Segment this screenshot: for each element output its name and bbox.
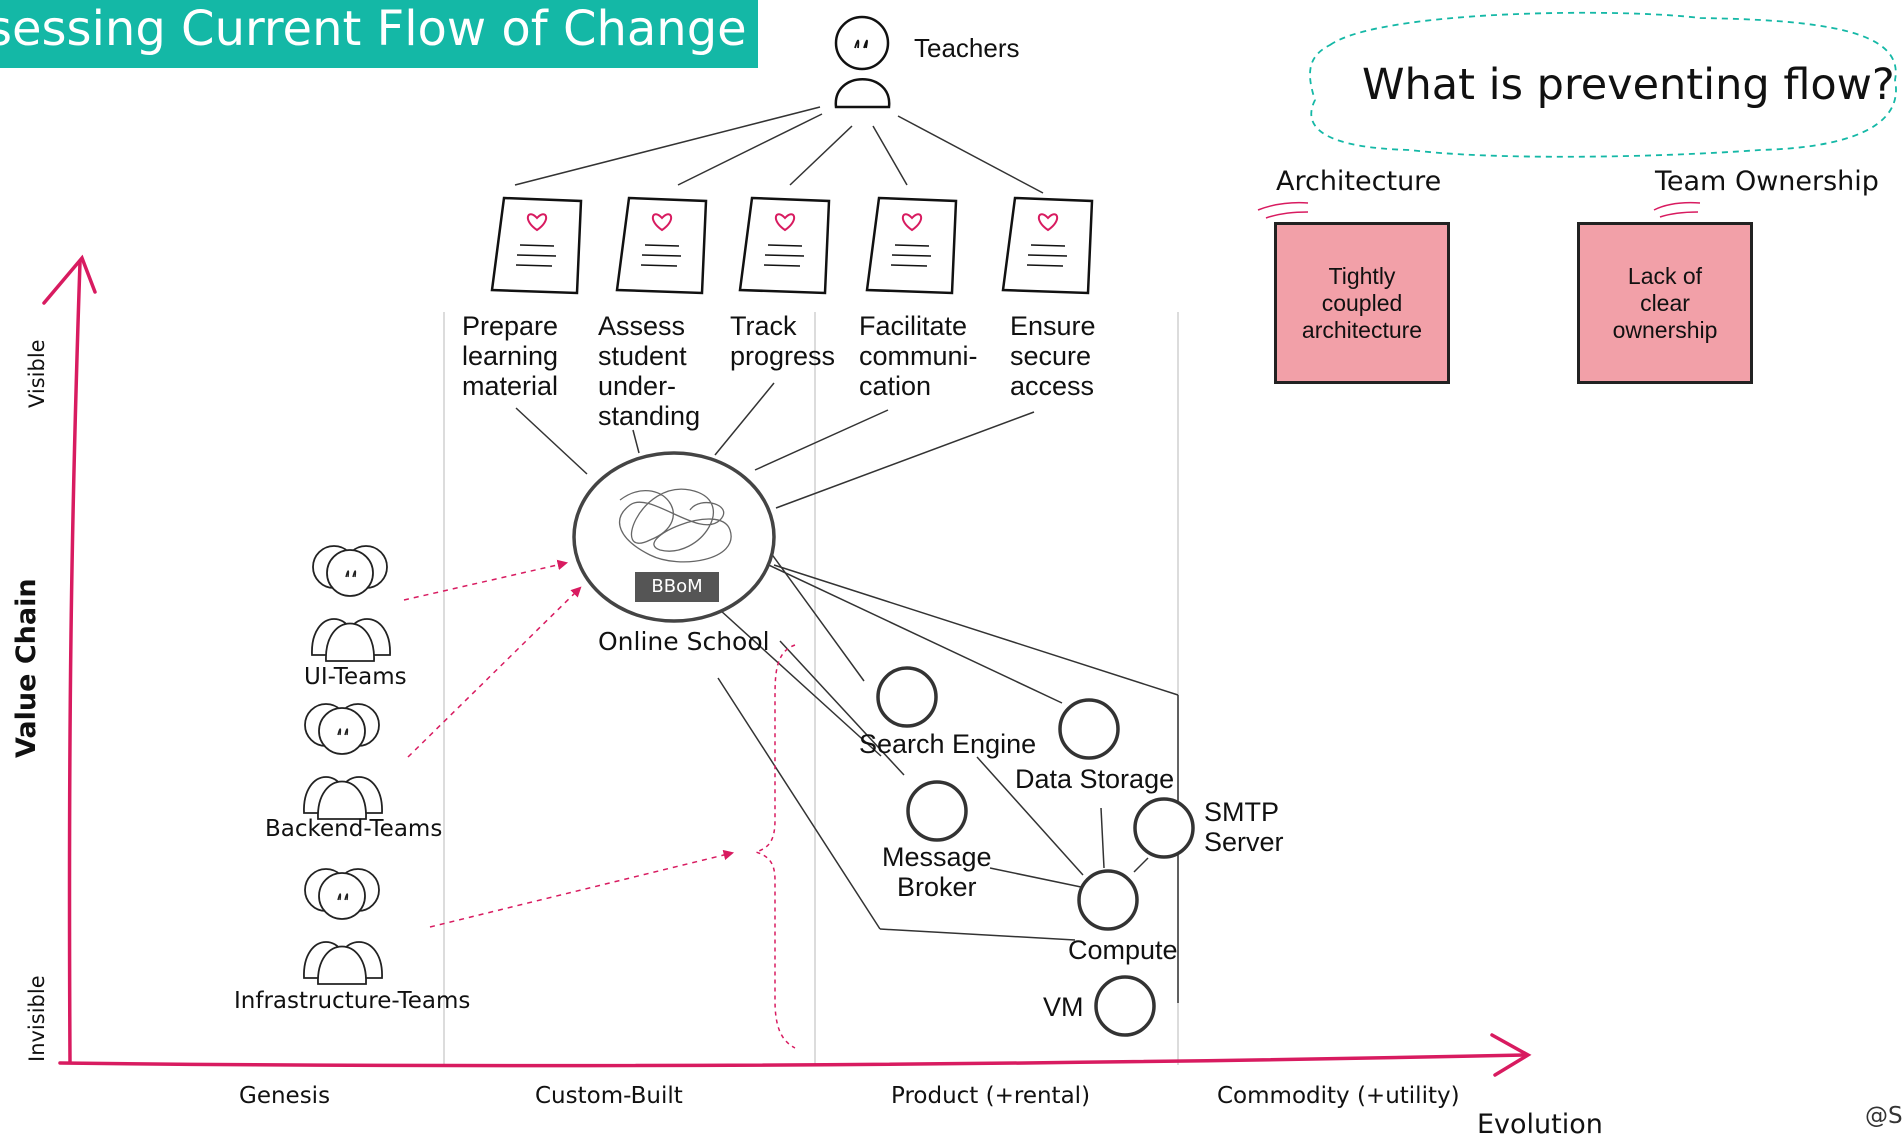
big-ball-of-mud-icon — [618, 488, 732, 563]
need-label-4: Facilitate communi- cation — [859, 311, 978, 401]
need-label-5: Ensure secure access — [1010, 311, 1096, 401]
need-doc-icon-4 — [865, 196, 958, 295]
stage-custom-built-label: Custom-Built — [535, 1083, 683, 1109]
need-doc-icon-2 — [615, 196, 708, 295]
component-nodes — [876, 666, 1195, 1037]
teacher-persona-icon — [834, 15, 891, 109]
y-axis-title: Value Chain — [11, 578, 42, 758]
value-chain-links — [514, 106, 1179, 1003]
stage-commodity-label: Commodity (+utility) — [1217, 1083, 1460, 1109]
x-axis-title: Evolution — [1477, 1109, 1603, 1140]
credit-text: @S — [1865, 1103, 1902, 1129]
y-axis-arrowhead — [42, 254, 97, 305]
stage-genesis-label: Genesis — [239, 1083, 331, 1109]
backend-team-icon — [303, 703, 383, 820]
data-storage-label: Data Storage — [1015, 764, 1175, 794]
bboM-badge: BBoM — [635, 572, 719, 602]
infrastructure-team-icon — [303, 868, 383, 985]
search-engine-label: Search Engine — [859, 729, 1037, 759]
team-icons — [303, 545, 391, 985]
tightly-coupled-sticky-note: Tightly coupled architecture — [1274, 222, 1450, 384]
y-axis-bottom-label: Invisible — [25, 975, 49, 1062]
infrastructure-team-label: Infrastructure-Teams — [234, 988, 471, 1014]
ui-team-icon — [311, 545, 391, 662]
search-engine-node — [876, 666, 938, 728]
online-school-label: Online School — [598, 627, 770, 656]
need-doc-icon-1 — [490, 196, 583, 295]
x-axis-line — [58, 1053, 1529, 1068]
backend-team-label: Backend-Teams — [265, 816, 443, 842]
question-cloud — [1309, 11, 1897, 158]
stage-product-label: Product (+rental) — [891, 1083, 1091, 1109]
need-doc-icon-3 — [738, 196, 831, 295]
compute-label: Compute — [1068, 935, 1178, 965]
vm-node — [1094, 975, 1156, 1037]
axes — [42, 254, 1532, 1077]
need-doc-icon-5 — [1001, 196, 1094, 295]
page-title: ssessing Current Flow of Change — [0, 1, 747, 57]
ui-team-label: UI-Teams — [304, 664, 407, 690]
lack-of-ownership-sticky-note: Lack of clear ownership — [1577, 222, 1753, 384]
smtp-server-node — [1133, 797, 1195, 859]
title-banner: ssessing Current Flow of Change — [0, 0, 758, 68]
question-text: What is preventing flow? — [1362, 60, 1895, 110]
team-arrows — [403, 559, 735, 928]
need-label-1: Prepare learning material — [462, 311, 559, 401]
y-axis-line — [67, 260, 82, 1064]
architecture-category-label: Architecture — [1276, 166, 1442, 197]
architecture-accent — [1257, 201, 1309, 219]
need-label-2: Assess student under- standing — [598, 311, 701, 431]
ownership-accent — [1653, 201, 1701, 218]
smtp-server-label: SMTP Server — [1204, 797, 1284, 857]
online-school-node — [572, 451, 776, 623]
ownership-category-label: Team Ownership — [1655, 166, 1879, 197]
message-broker-node — [906, 780, 968, 842]
message-broker-label: Message Broker — [882, 842, 992, 902]
y-axis-top-label: Visible — [25, 339, 49, 408]
need-label-3: Track progress — [730, 311, 836, 371]
data-storage-node — [1058, 698, 1120, 760]
user-label: Teachers — [914, 33, 1020, 63]
compute-node — [1077, 869, 1139, 931]
vm-label: VM — [1043, 992, 1084, 1022]
need-doc-icons — [490, 196, 1094, 295]
scope-brace — [753, 644, 796, 1049]
x-axis-arrowhead — [1490, 1033, 1532, 1077]
